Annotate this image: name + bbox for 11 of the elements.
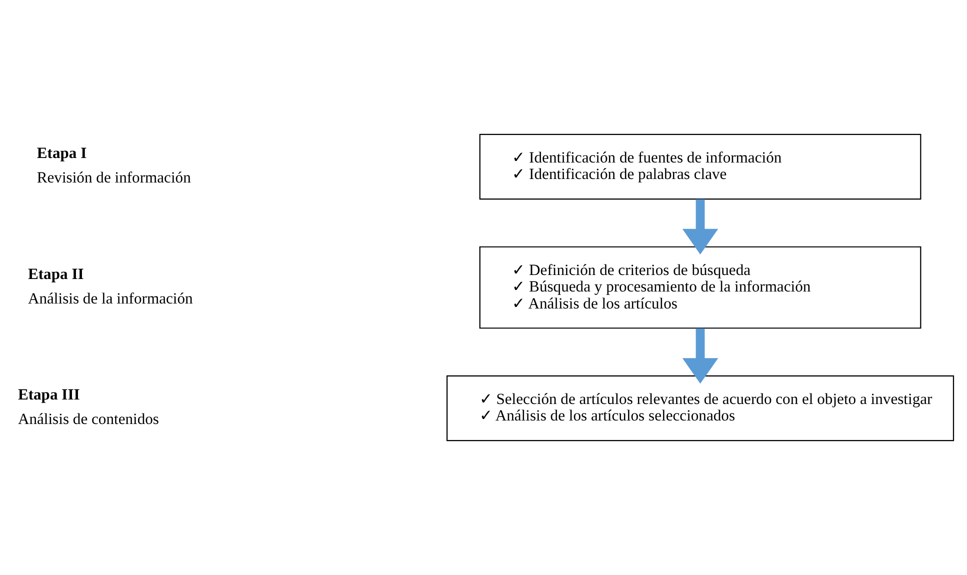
node-label: Etapa II — [28, 266, 84, 283]
node-label: Revisión de información — [36, 170, 191, 187]
node-label: Análisis de la información — [28, 290, 193, 308]
node-box: ✓ Definición de criterios de búsqueda ✓ Búsqueda y procesamiento de la información ✓ Análisis de los artículos — [479, 246, 922, 329]
node-box: ✓ Identificación de fuentes de información ✓ Identificación de palabras clave — [479, 134, 922, 200]
node-label: Análisis de contenidos — [18, 411, 160, 428]
node-label: Etapa I — [36, 145, 87, 162]
arrow — [682, 199, 718, 254]
arrow — [682, 328, 718, 384]
node-label: Etapa III — [18, 386, 80, 404]
node-box: ✓ Selección de artículos relevantes de acuerdo con el objeto a investigar ✓ Análisis de los artículos seleccionados — [446, 375, 954, 442]
